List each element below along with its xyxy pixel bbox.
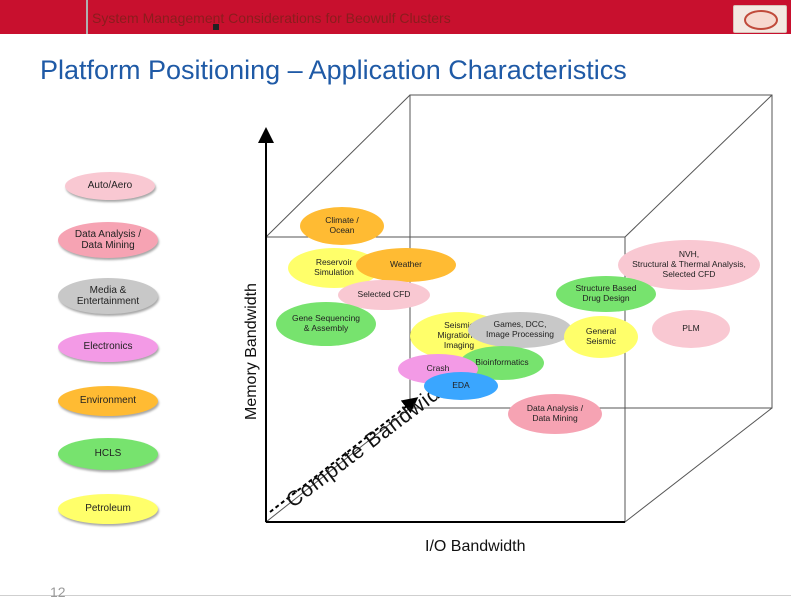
- legend-environment: Environment: [58, 386, 158, 416]
- header-title: System Management Considerations for Beo…: [92, 10, 451, 26]
- app-selected-cfd: Selected CFD: [338, 280, 430, 310]
- app-games-dcc: Games, DCC, Image Processing: [468, 312, 572, 348]
- header-bullet: [213, 24, 219, 30]
- legend-data-analysis: Data Analysis / Data Mining: [58, 222, 158, 258]
- app-plm: PLM: [652, 310, 730, 348]
- page-title: Platform Positioning – Application Chara…: [40, 55, 627, 85]
- app-eda: EDA: [424, 372, 498, 400]
- logo-icon: [733, 5, 787, 33]
- app-weather: Weather: [356, 248, 456, 282]
- app-general-seismic: General Seismic: [564, 316, 638, 358]
- io-bandwidth-axis-label: I/O Bandwidth: [425, 538, 526, 555]
- legend-petroleum: Petroleum: [58, 494, 158, 524]
- memory-bandwidth-axis-label: Memory Bandwidth: [243, 283, 260, 420]
- header-bar: System Management Considerations for Beo…: [0, 0, 791, 34]
- footer-divider: [0, 595, 791, 596]
- app-data-analysis: Data Analysis / Data Mining: [508, 394, 602, 434]
- legend-auto-aero: Auto/Aero: [65, 172, 155, 200]
- app-structure-drug-design: Structure Based Drug Design: [556, 276, 656, 312]
- legend-media-entertainment: Media & Entertainment: [58, 278, 158, 314]
- app-climate-ocean: Climate / Ocean: [300, 207, 384, 245]
- legend-electronics: Electronics: [58, 332, 158, 362]
- header-divider: [86, 0, 88, 34]
- page-number: 12: [50, 584, 66, 600]
- app-gene-sequencing: Gene Sequencing & Assembly: [276, 302, 376, 346]
- legend-hcls: HCLS: [58, 438, 158, 470]
